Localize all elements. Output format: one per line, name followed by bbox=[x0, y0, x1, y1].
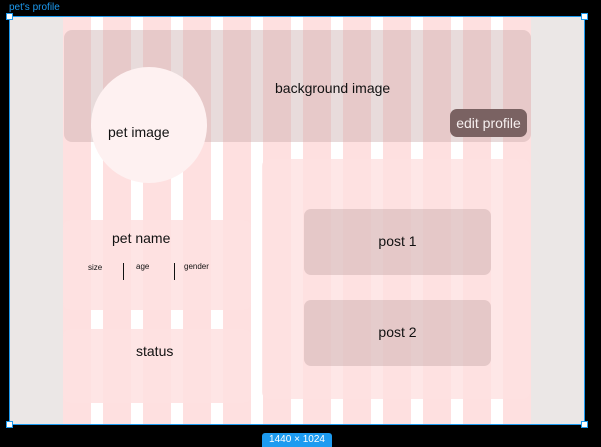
status-label: status bbox=[136, 343, 174, 359]
pet-info-card[interactable] bbox=[63, 220, 251, 310]
post-card[interactable]: post 1 bbox=[304, 209, 491, 275]
post-card[interactable]: post 2 bbox=[304, 300, 491, 366]
resize-handle-top-right[interactable] bbox=[581, 13, 588, 20]
pet-name-label: pet name bbox=[112, 230, 171, 246]
pet-image-placeholder[interactable] bbox=[91, 67, 207, 183]
pet-image-label: pet image bbox=[108, 124, 170, 140]
edit-profile-button[interactable]: edit profile bbox=[450, 109, 527, 137]
posts-feed[interactable] bbox=[262, 159, 530, 399]
frame-dimensions-badge: 1440 × 1024 bbox=[262, 433, 332, 447]
post-label: post 2 bbox=[378, 324, 417, 340]
post-label: post 1 bbox=[378, 233, 417, 249]
frame-title[interactable]: pet's profile bbox=[9, 2, 60, 13]
gender-label: gender bbox=[184, 262, 209, 271]
resize-handle-bottom-right[interactable] bbox=[581, 421, 588, 428]
status-card[interactable] bbox=[63, 329, 251, 403]
resize-handle-bottom-left[interactable] bbox=[6, 421, 13, 428]
age-label: age bbox=[136, 262, 150, 271]
field-divider bbox=[123, 263, 124, 280]
resize-handle-top-left[interactable] bbox=[6, 13, 13, 20]
background-image-label: background image bbox=[275, 80, 391, 96]
frame-canvas[interactable]: background image pet image edit profile … bbox=[9, 16, 585, 425]
size-label: size bbox=[88, 263, 103, 272]
field-divider bbox=[174, 263, 175, 280]
